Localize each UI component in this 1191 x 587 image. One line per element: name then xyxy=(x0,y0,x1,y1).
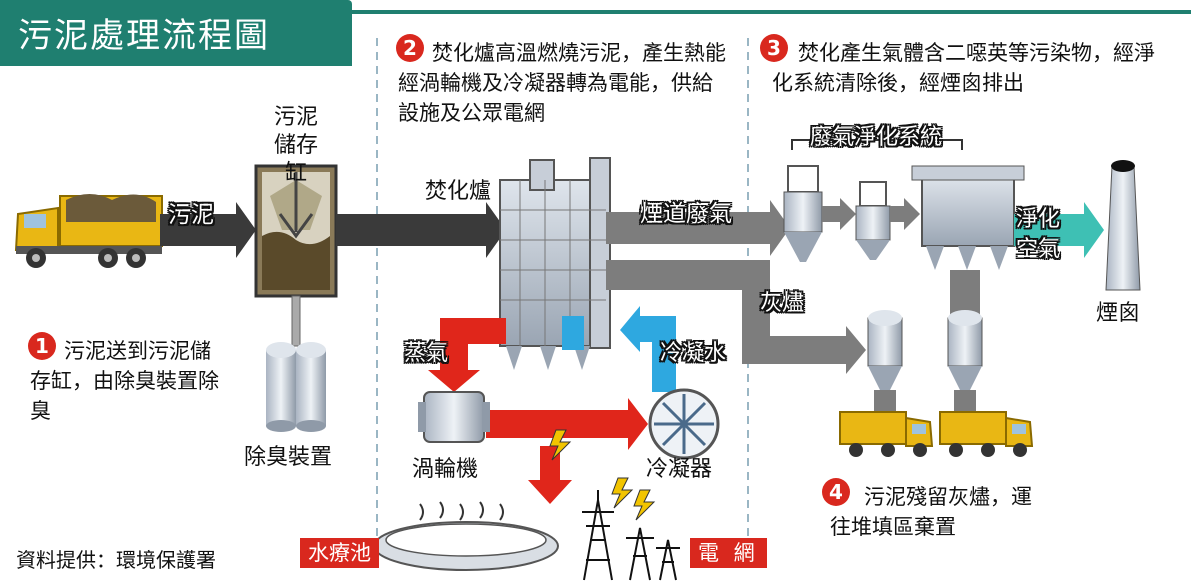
ash-truck-1 xyxy=(839,411,934,457)
condenser xyxy=(648,388,720,460)
lightning-icon-2 xyxy=(611,477,634,509)
page-title: 污泥處理流程圖 xyxy=(18,16,270,56)
chimney xyxy=(1105,160,1141,291)
water-pipe xyxy=(562,316,584,350)
label-pool: 水療池 xyxy=(300,538,379,568)
label-turbine: 渦輪機 xyxy=(412,457,479,482)
label-storage-tank: 污泥儲存缸 xyxy=(273,105,318,186)
label-sludge: 污泥 xyxy=(168,202,214,228)
label-incinerator: 焚化爐 xyxy=(425,179,492,204)
arrow-electricity xyxy=(528,446,572,504)
label-clean-air: 淨化空氣 xyxy=(1016,207,1061,262)
storage-tank xyxy=(254,164,338,298)
title-banner xyxy=(0,0,352,66)
label-steam: 蒸氣 xyxy=(404,341,449,366)
label-grid: 電 網 xyxy=(690,538,767,568)
turbine xyxy=(418,391,490,443)
label-chimney: 煙囪 xyxy=(1096,301,1141,326)
arrow-clean-air xyxy=(1014,202,1104,258)
label-condensed-water: 冷凝水 xyxy=(660,341,727,366)
label-ash: 灰燼 xyxy=(760,291,805,316)
arrow-steam xyxy=(428,318,506,392)
label-condenser: 冷凝器 xyxy=(646,457,713,482)
ash-truck-2 xyxy=(939,411,1034,457)
label-gas-purification: 廢氣淨化系統 xyxy=(810,125,943,150)
step-2-text: 焚化爐高溫燃燒污泥，產生熱能經渦輪機及冷凝器轉為電能，供給設施及公眾電網 xyxy=(398,41,726,125)
label-deodorizer: 除臭裝置 xyxy=(244,445,333,470)
lightning-icon xyxy=(549,429,572,461)
arrow-flue-gas xyxy=(606,200,790,256)
step-1-text: 污泥送到污泥儲存缸，由除臭裝置除臭 xyxy=(30,339,219,423)
arrow-condensed-water xyxy=(620,306,676,392)
step-4-badge: 4 xyxy=(822,478,850,506)
arrow-to-incinerator xyxy=(336,202,506,258)
step-3-badge: 3 xyxy=(760,34,788,62)
gas-purification-system xyxy=(783,139,1025,270)
arrow-sludge-in xyxy=(160,202,256,258)
step-2-badge: 2 xyxy=(396,34,424,62)
arrow-turbine-to-condenser xyxy=(486,398,648,450)
arrow-ash xyxy=(606,260,866,374)
source-credit: 資料提供：環境保護署 xyxy=(16,548,216,572)
pool xyxy=(373,501,559,571)
sludge-truck xyxy=(14,194,163,268)
header-rule xyxy=(352,10,1191,14)
power-pylon xyxy=(582,490,680,581)
deodorizer-pipe xyxy=(291,295,301,347)
incinerator xyxy=(499,157,611,370)
deodorizer-unit xyxy=(266,342,326,432)
step-3-text: 焚化產生氣體含二噁英等污染物，經淨化系統清除後，經煙囪排出 xyxy=(772,41,1155,95)
lightning-icon-3 xyxy=(633,489,656,521)
step-1-badge: 1 xyxy=(28,332,56,360)
step-4-text: 污泥殘留灰燼，運往堆填區棄置 xyxy=(830,485,1032,539)
label-flue-gas: 煙道廢氣 xyxy=(640,201,732,227)
